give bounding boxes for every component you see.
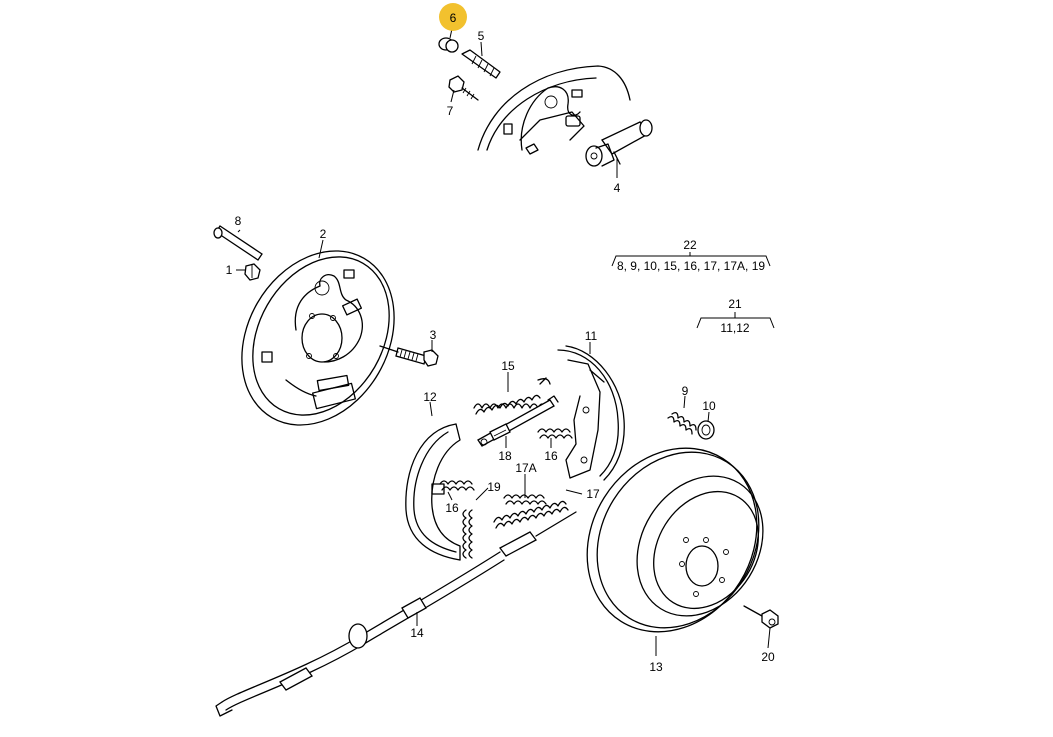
highlight-marker	[439, 3, 467, 31]
label-part-14[interactable]: 14	[410, 626, 424, 640]
handbrake-cable	[215, 511, 577, 717]
plate-bolt	[379, 345, 439, 367]
group-bracket-21	[696, 312, 775, 329]
brake-shoe-left	[405, 423, 461, 561]
part-labels: 6 5 7 4 8 2 1 3 11 15 12 9 10 18 16 17A …	[226, 11, 775, 674]
label-part-13[interactable]: 13	[649, 660, 663, 674]
leader-lines	[236, 23, 771, 656]
label-part-1[interactable]: 1	[226, 263, 233, 277]
label-part-17[interactable]: 17	[586, 487, 600, 501]
backing-plate	[241, 250, 395, 426]
label-part-2[interactable]: 2	[320, 227, 327, 241]
cylinder-bolt	[448, 75, 479, 101]
label-part-19[interactable]: 19	[487, 480, 501, 494]
spring-16-upper	[537, 428, 573, 439]
label-part-18[interactable]: 18	[498, 449, 512, 463]
brake-drum	[586, 447, 764, 633]
label-part-12[interactable]: 12	[423, 390, 437, 404]
spring-17a	[503, 494, 547, 505]
label-part-4[interactable]: 4	[614, 181, 621, 195]
label-part-6[interactable]: 6	[450, 11, 457, 25]
label-part-20[interactable]: 20	[761, 650, 775, 664]
spring-16-lower	[439, 480, 475, 491]
upper-backing-plate	[477, 65, 631, 155]
label-part-8[interactable]: 8	[235, 214, 242, 228]
label-part-16-lower[interactable]: 16	[445, 501, 459, 515]
label-part-17a[interactable]: 17A	[515, 461, 536, 475]
spring-cup	[697, 420, 715, 440]
hold-down-spring	[667, 412, 697, 435]
label-part-5[interactable]: 5	[478, 29, 485, 43]
group-22-members: 8, 9, 10, 15, 16, 17, 17A, 19	[617, 259, 765, 273]
label-part-22[interactable]: 22	[683, 238, 697, 252]
spring-19	[462, 509, 473, 559]
group-21-members: 11,12	[720, 321, 749, 335]
label-part-15[interactable]: 15	[501, 359, 515, 373]
label-part-7[interactable]: 7	[447, 104, 454, 118]
brake-shoe-right	[557, 345, 625, 481]
adjuster-strut	[477, 395, 559, 447]
hold-down-pin	[213, 225, 263, 261]
label-part-10[interactable]: 10	[702, 399, 716, 413]
dust-cap	[438, 37, 459, 53]
bleeder-screw	[461, 49, 501, 79]
plate-nut	[244, 263, 261, 281]
group-bracket-22	[611, 252, 771, 267]
lower-spring	[493, 500, 569, 529]
label-part-11[interactable]: 11	[585, 329, 598, 343]
upper-return-spring	[473, 377, 551, 415]
wheel-cylinder	[585, 119, 653, 167]
label-part-16-upper[interactable]: 16	[544, 449, 558, 463]
label-part-9[interactable]: 9	[682, 384, 689, 398]
drum-screw	[743, 605, 779, 629]
label-part-21[interactable]: 21	[728, 297, 742, 311]
label-part-3[interactable]: 3	[430, 328, 437, 342]
